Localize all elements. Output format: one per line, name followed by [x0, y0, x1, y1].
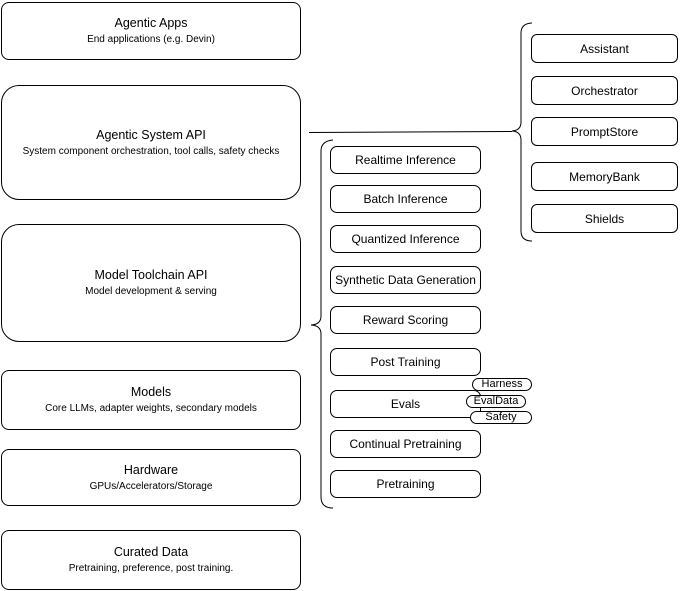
node-hardware: Hardware GPUs/Accelerators/Storage [1, 449, 301, 506]
node-agentic-apps: Agentic Apps End applications (e.g. Devi… [1, 2, 301, 60]
node-title: Models [130, 385, 172, 399]
node-subtitle: GPUs/Accelerators/Storage [89, 480, 213, 492]
node-subtitle: Model development & serving [85, 286, 217, 297]
node-subtitle: End applications (e.g. Devin) [87, 34, 215, 45]
node-title: Hardware [123, 462, 179, 477]
node-model-toolchain-api: Model Toolchain API Model development & … [1, 224, 301, 342]
node-orchestrator: Orchestrator [531, 76, 678, 105]
node-pretraining: Pretraining [330, 470, 481, 498]
system-group-brace [511, 22, 533, 242]
node-agentic-system-api: Agentic System API System component orch… [1, 85, 301, 200]
node-memorybank: MemoryBank [531, 162, 678, 191]
node-title: Model Toolchain API [94, 268, 208, 282]
node-realtime-inference: Realtime Inference [330, 146, 481, 174]
badge-safety: Safety [470, 411, 532, 424]
node-subtitle: Core LLMs, adapter weights, secondary mo… [45, 403, 257, 414]
node-curated-data: Curated Data Pretraining, preference, po… [1, 530, 301, 590]
node-title: Agentic System API [96, 127, 206, 142]
node-title: Curated Data [113, 545, 189, 559]
node-synthetic-data-generation: Synthetic Data Generation [330, 266, 481, 294]
node-batch-inference: Batch Inference [330, 185, 481, 213]
node-assistant: Assistant [531, 34, 678, 63]
node-quantized-inference: Quantized Inference [330, 225, 481, 253]
badge-evaldata: EvalData [466, 395, 526, 408]
node-subtitle: Pretraining, preference, post training. [68, 563, 234, 574]
node-evals: Evals [330, 390, 481, 418]
node-subtitle: System component orchestration, tool cal… [22, 145, 280, 157]
node-promptstore: PromptStore [531, 117, 678, 146]
node-shields: Shields [531, 204, 678, 233]
node-reward-scoring: Reward Scoring [330, 306, 481, 334]
node-title: Agentic Apps [114, 16, 188, 30]
node-models: Models Core LLMs, adapter weights, secon… [1, 370, 301, 430]
connector-line-system-api [308, 131, 513, 133]
node-post-training: Post Training [330, 348, 481, 376]
badge-harness: Harness [472, 378, 532, 391]
node-continual-pretraining: Continual Pretraining [330, 430, 481, 458]
